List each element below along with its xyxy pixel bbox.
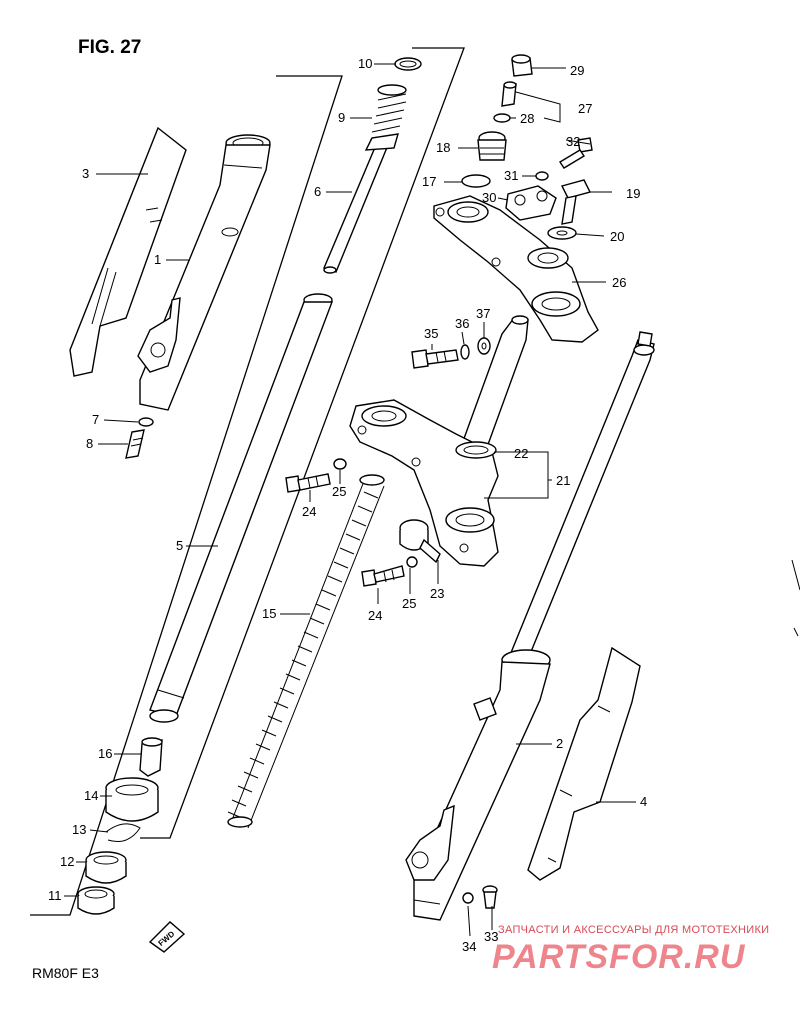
callout-18: 18 — [436, 140, 450, 155]
snap-ring — [105, 823, 141, 842]
model-code: RM80F E3 — [32, 965, 99, 981]
callout-26: 26 — [612, 275, 626, 290]
upper-bracket — [433, 195, 599, 343]
callout-17: 17 — [422, 174, 436, 189]
washer-lower-1 — [333, 458, 347, 470]
handlebar-clamp — [505, 185, 557, 221]
oil-lock-piece — [139, 737, 163, 777]
pinch-bolt-lower-1 — [285, 473, 331, 493]
callout-13: 13 — [72, 822, 86, 837]
callout-5: 5 — [176, 538, 183, 553]
pinch-bolt-lower-2 — [361, 565, 405, 587]
callout-23: 23 — [430, 586, 444, 601]
forward-arrow-icon: FWD — [148, 921, 186, 953]
damper-bolt — [125, 429, 145, 459]
steering-stem-bolt — [560, 179, 592, 225]
callout-11: 11 — [48, 888, 62, 903]
oil-seal — [105, 777, 159, 822]
callout-6: 6 — [314, 184, 321, 199]
pinch-bolt-upper — [411, 349, 459, 369]
callout-14: 14 — [84, 788, 98, 803]
damper-rod — [323, 144, 390, 274]
watermark-brand: PARTSFOR.RU — [492, 938, 746, 976]
figure-title: FIG. 27 — [78, 37, 141, 58]
callout-37: 37 — [476, 306, 490, 321]
piston-ring — [394, 57, 422, 71]
callout-29: 29 — [570, 63, 584, 78]
fork-cap-bolt — [477, 131, 507, 161]
callout-2: 2 — [556, 736, 563, 751]
washer-stem — [547, 226, 577, 240]
callout-8: 8 — [86, 436, 93, 451]
guide-bushing-upper — [85, 851, 127, 884]
watermark-tagline: ЗАПЧАСТИ И АКСЕССУАРЫ ДЛЯ МОТОТЕХНИКИ — [498, 924, 769, 936]
lock-washer-upper — [460, 344, 470, 360]
air-valve — [501, 81, 517, 107]
bolt-bottom — [482, 885, 498, 909]
callout-30: 30 — [482, 190, 496, 205]
callout-1: 1 — [154, 252, 161, 267]
right-edge-fragments — [791, 559, 800, 637]
guide-bushing-lower — [77, 886, 115, 915]
washer-bottom — [462, 892, 474, 904]
callout-16: 16 — [98, 746, 112, 761]
gasket-washer — [138, 417, 154, 427]
callout-25-lower: 25 — [402, 596, 416, 611]
callout-24-lower: 24 — [368, 608, 382, 623]
bearing-collar — [399, 519, 441, 564]
center-group-frame — [140, 47, 465, 839]
callout-28: 28 — [520, 111, 534, 126]
callout-labels: 10 9 6 29 27 28 32 18 17 31 30 19 20 26 … — [48, 56, 647, 954]
inner-tube-left — [149, 293, 334, 723]
callout-10: 10 — [358, 56, 372, 71]
callout-36: 36 — [455, 316, 469, 331]
callout-9: 9 — [338, 110, 345, 125]
callout-35: 35 — [424, 326, 438, 341]
outer-tube-left — [137, 134, 271, 411]
fork-guard-left — [69, 126, 187, 377]
callout-22: 22 — [514, 446, 528, 461]
callout-34: 34 — [462, 939, 476, 954]
nut-small — [535, 171, 549, 181]
callout-27: 27 — [578, 101, 592, 116]
outer-tube-right — [405, 649, 551, 921]
callout-4: 4 — [640, 794, 647, 809]
callout-21: 21 — [556, 473, 570, 488]
drain-cap — [511, 54, 533, 77]
callout-12: 12 — [60, 854, 74, 869]
fork-spring — [227, 474, 385, 829]
callout-25-upper: 25 — [332, 484, 346, 499]
callout-3: 3 — [82, 166, 89, 181]
callout-24-upper: 24 — [302, 504, 316, 519]
o-ring-cap — [461, 174, 491, 188]
left-group-frame — [30, 75, 343, 916]
fork-guard-right — [527, 646, 641, 881]
callout-33: 33 — [484, 929, 498, 944]
rebound-spring — [364, 84, 407, 151]
callout-20: 20 — [610, 229, 624, 244]
callout-15: 15 — [262, 606, 276, 621]
washer-lower-2 — [406, 556, 418, 568]
upper-clamp-bolt — [559, 137, 593, 169]
callout-19: 19 — [626, 186, 640, 201]
watermark: ЗАПЧАСТИ И АКСЕССУАРЫ ДЛЯ МОТОТЕХНИКИ PA… — [492, 924, 769, 976]
o-ring-valve — [493, 113, 511, 123]
steering-stem — [461, 315, 529, 451]
leader-lines — [64, 63, 636, 937]
lower-bracket — [349, 399, 499, 567]
callout-32: 32 — [566, 134, 580, 149]
callout-31: 31 — [504, 168, 518, 183]
callout-7: 7 — [92, 412, 99, 427]
plain-washer-upper — [477, 337, 491, 355]
